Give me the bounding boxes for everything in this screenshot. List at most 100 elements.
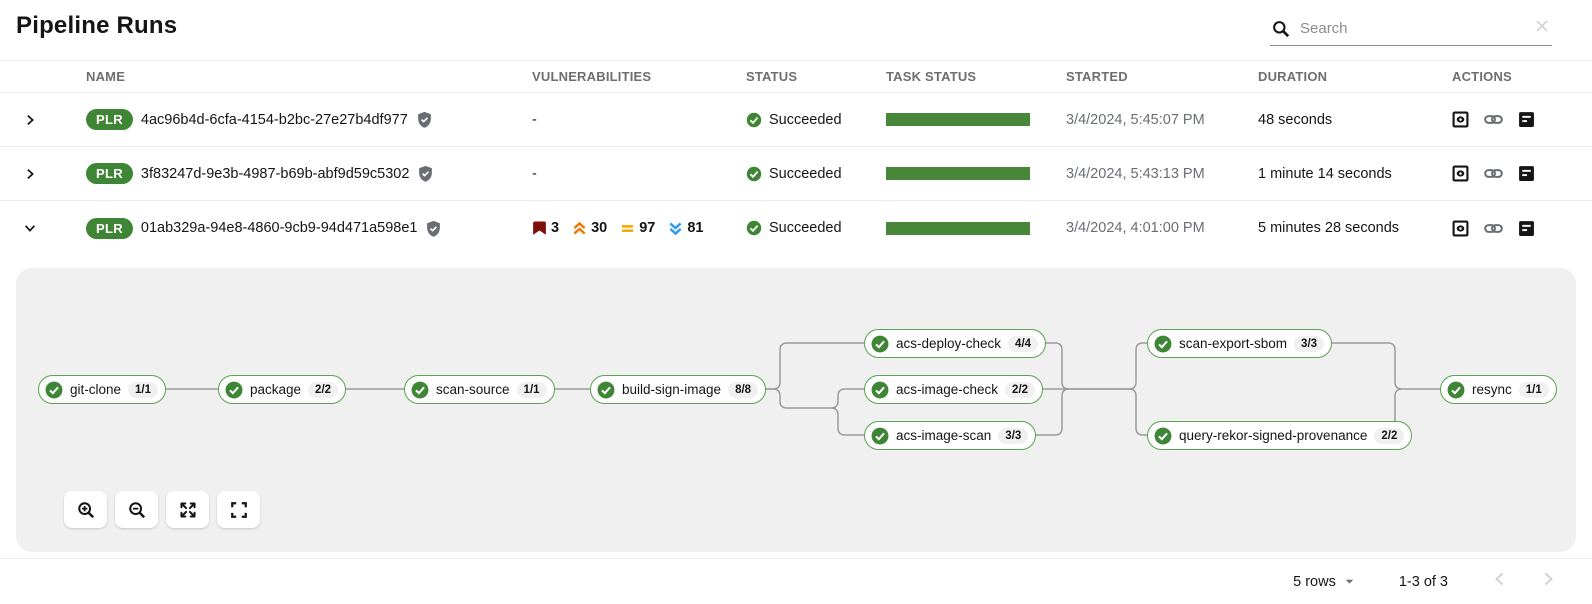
shield-check-icon — [425, 220, 442, 237]
output-icon[interactable] — [1452, 220, 1469, 237]
logs-icon[interactable] — [1518, 220, 1535, 237]
task-steps-badge: 2/2 — [1005, 381, 1036, 398]
success-check-icon — [1154, 427, 1172, 445]
zoom-in-icon — [77, 501, 95, 519]
task-steps-badge: 2/2 — [308, 381, 339, 398]
task-node-acs-image-check[interactable]: acs-image-check 2/2 — [864, 375, 1044, 404]
column-started: STARTED — [1066, 69, 1128, 84]
fullscreen-corners-icon — [230, 501, 248, 519]
pagination-range: 1-3 of 3 — [1398, 573, 1448, 590]
clear-search-icon[interactable] — [1534, 18, 1550, 39]
low-severity-icon — [668, 221, 683, 236]
task-status-bar — [886, 167, 1030, 180]
task-label: scan-source — [436, 382, 510, 397]
started-cell: 3/4/2024, 5:45:07 PM — [1066, 111, 1205, 128]
column-name: NAME — [86, 69, 126, 84]
previous-page-icon[interactable] — [1492, 571, 1508, 592]
link-icon[interactable] — [1484, 219, 1503, 238]
duration-cell: 48 seconds — [1258, 111, 1333, 128]
link-icon[interactable] — [1484, 110, 1503, 129]
next-page-icon[interactable] — [1540, 571, 1556, 592]
logs-icon[interactable] — [1518, 165, 1535, 182]
link-icon[interactable] — [1484, 164, 1503, 183]
started-cell: 3/4/2024, 4:01:00 PM — [1066, 220, 1205, 236]
success-check-icon — [871, 335, 889, 353]
task-steps-badge: 4/4 — [1008, 335, 1039, 352]
shield-check-icon — [417, 165, 434, 182]
task-label: scan-export-sbom — [1179, 336, 1288, 351]
actions-cell — [1436, 110, 1592, 129]
duration-cell: 1 minute 14 seconds — [1258, 165, 1392, 182]
table-row: PLR 01ab329a-94e8-4860-9cb9-94d471a598e1… — [0, 201, 1592, 255]
task-steps-badge: 2/2 — [1374, 427, 1405, 444]
task-status-cell — [870, 113, 1050, 126]
success-check-icon — [746, 166, 762, 182]
zoom-in-button[interactable] — [64, 491, 107, 528]
high-severity-icon — [572, 221, 587, 236]
success-check-icon — [1154, 335, 1172, 353]
medium-severity: 97 — [620, 220, 655, 236]
task-node-resync[interactable]: resync 1/1 — [1440, 375, 1557, 404]
output-icon[interactable] — [1452, 111, 1469, 128]
task-node-query-rekor-signed-provenance[interactable]: query-rekor-signed-provenance 2/2 — [1147, 421, 1413, 450]
page-title: Pipeline Runs — [16, 12, 178, 39]
rows-per-page-label: 5 rows — [1293, 573, 1336, 590]
success-check-icon — [746, 112, 762, 128]
vulnerabilities-cell: - — [532, 111, 537, 128]
task-status-cell — [870, 221, 1050, 235]
task-status-bar — [886, 221, 1030, 235]
medium-count: 97 — [639, 220, 656, 236]
task-steps-badge: 3/3 — [1294, 335, 1325, 352]
duration-cell: 5 minutes 28 seconds — [1258, 220, 1400, 236]
search-input[interactable] — [1300, 20, 1534, 37]
search-box — [1270, 14, 1552, 46]
success-check-icon — [597, 381, 615, 399]
output-icon[interactable] — [1452, 165, 1469, 182]
task-node-acs-image-scan[interactable]: acs-image-scan 3/3 — [864, 421, 1037, 450]
task-label: resync — [1472, 382, 1512, 397]
shield-check-icon — [416, 111, 433, 128]
task-status-cell — [870, 167, 1050, 180]
table-header-row: NAME VULNERABILITIES STATUS TASK STATUS … — [0, 60, 1592, 93]
rows-per-page-select[interactable]: 5 rows — [1293, 574, 1355, 590]
success-check-icon — [746, 220, 762, 236]
zoom-out-button[interactable] — [115, 491, 158, 528]
column-task-status: TASK STATUS — [886, 69, 977, 84]
chevron-down-icon — [23, 221, 37, 235]
task-label: build-sign-image — [622, 382, 722, 397]
task-node-git-clone[interactable]: git-clone 1/1 — [38, 375, 167, 404]
task-node-acs-deploy-check[interactable]: acs-deploy-check 4/4 — [864, 329, 1047, 358]
task-steps-badge: 1/1 — [516, 381, 547, 398]
task-node-scan-source[interactable]: scan-source 1/1 — [404, 375, 555, 404]
task-status-bar — [886, 113, 1030, 126]
reset-view-button[interactable] — [217, 491, 260, 528]
status-label: Succeeded — [769, 165, 842, 182]
low-severity: 81 — [668, 220, 704, 236]
pipeline-graph-panel: git-clone 1/1 package 2/2 scan-source 1/… — [16, 268, 1576, 552]
high-count: 30 — [591, 220, 608, 236]
table-row: PLR 3f83247d-9e3b-4987-b69b-abf9d59c5302… — [0, 147, 1592, 201]
logs-icon[interactable] — [1518, 111, 1535, 128]
actions-cell — [1436, 219, 1592, 238]
fit-to-screen-button[interactable] — [166, 491, 209, 528]
pipelinerun-name: 4ac96b4d-6cfa-4154-b2bc-27e27b4df977 — [140, 111, 408, 128]
page-header: Pipeline Runs — [0, 0, 1592, 60]
graph-toolbar — [64, 491, 260, 528]
task-node-build-sign-image[interactable]: build-sign-image 8/8 — [590, 375, 767, 404]
task-label: acs-deploy-check — [896, 336, 1002, 351]
medium-severity-icon — [620, 221, 635, 236]
actions-cell — [1436, 164, 1592, 183]
column-duration: DURATION — [1258, 69, 1328, 84]
task-label: query-rekor-signed-provenance — [1179, 428, 1368, 443]
chevron-right-icon — [23, 167, 37, 181]
chevron-right-icon — [23, 113, 37, 127]
task-node-scan-export-sbom[interactable]: scan-export-sbom 3/3 — [1147, 329, 1333, 358]
expand-toggle[interactable] — [0, 167, 70, 181]
pipelinerun-badge: PLR — [86, 109, 133, 130]
zoom-out-icon — [128, 501, 146, 519]
task-node-package[interactable]: package 2/2 — [218, 375, 347, 404]
expand-toggle[interactable] — [0, 113, 70, 127]
collapse-toggle[interactable] — [0, 221, 70, 235]
critical-count: 3 — [551, 220, 560, 236]
